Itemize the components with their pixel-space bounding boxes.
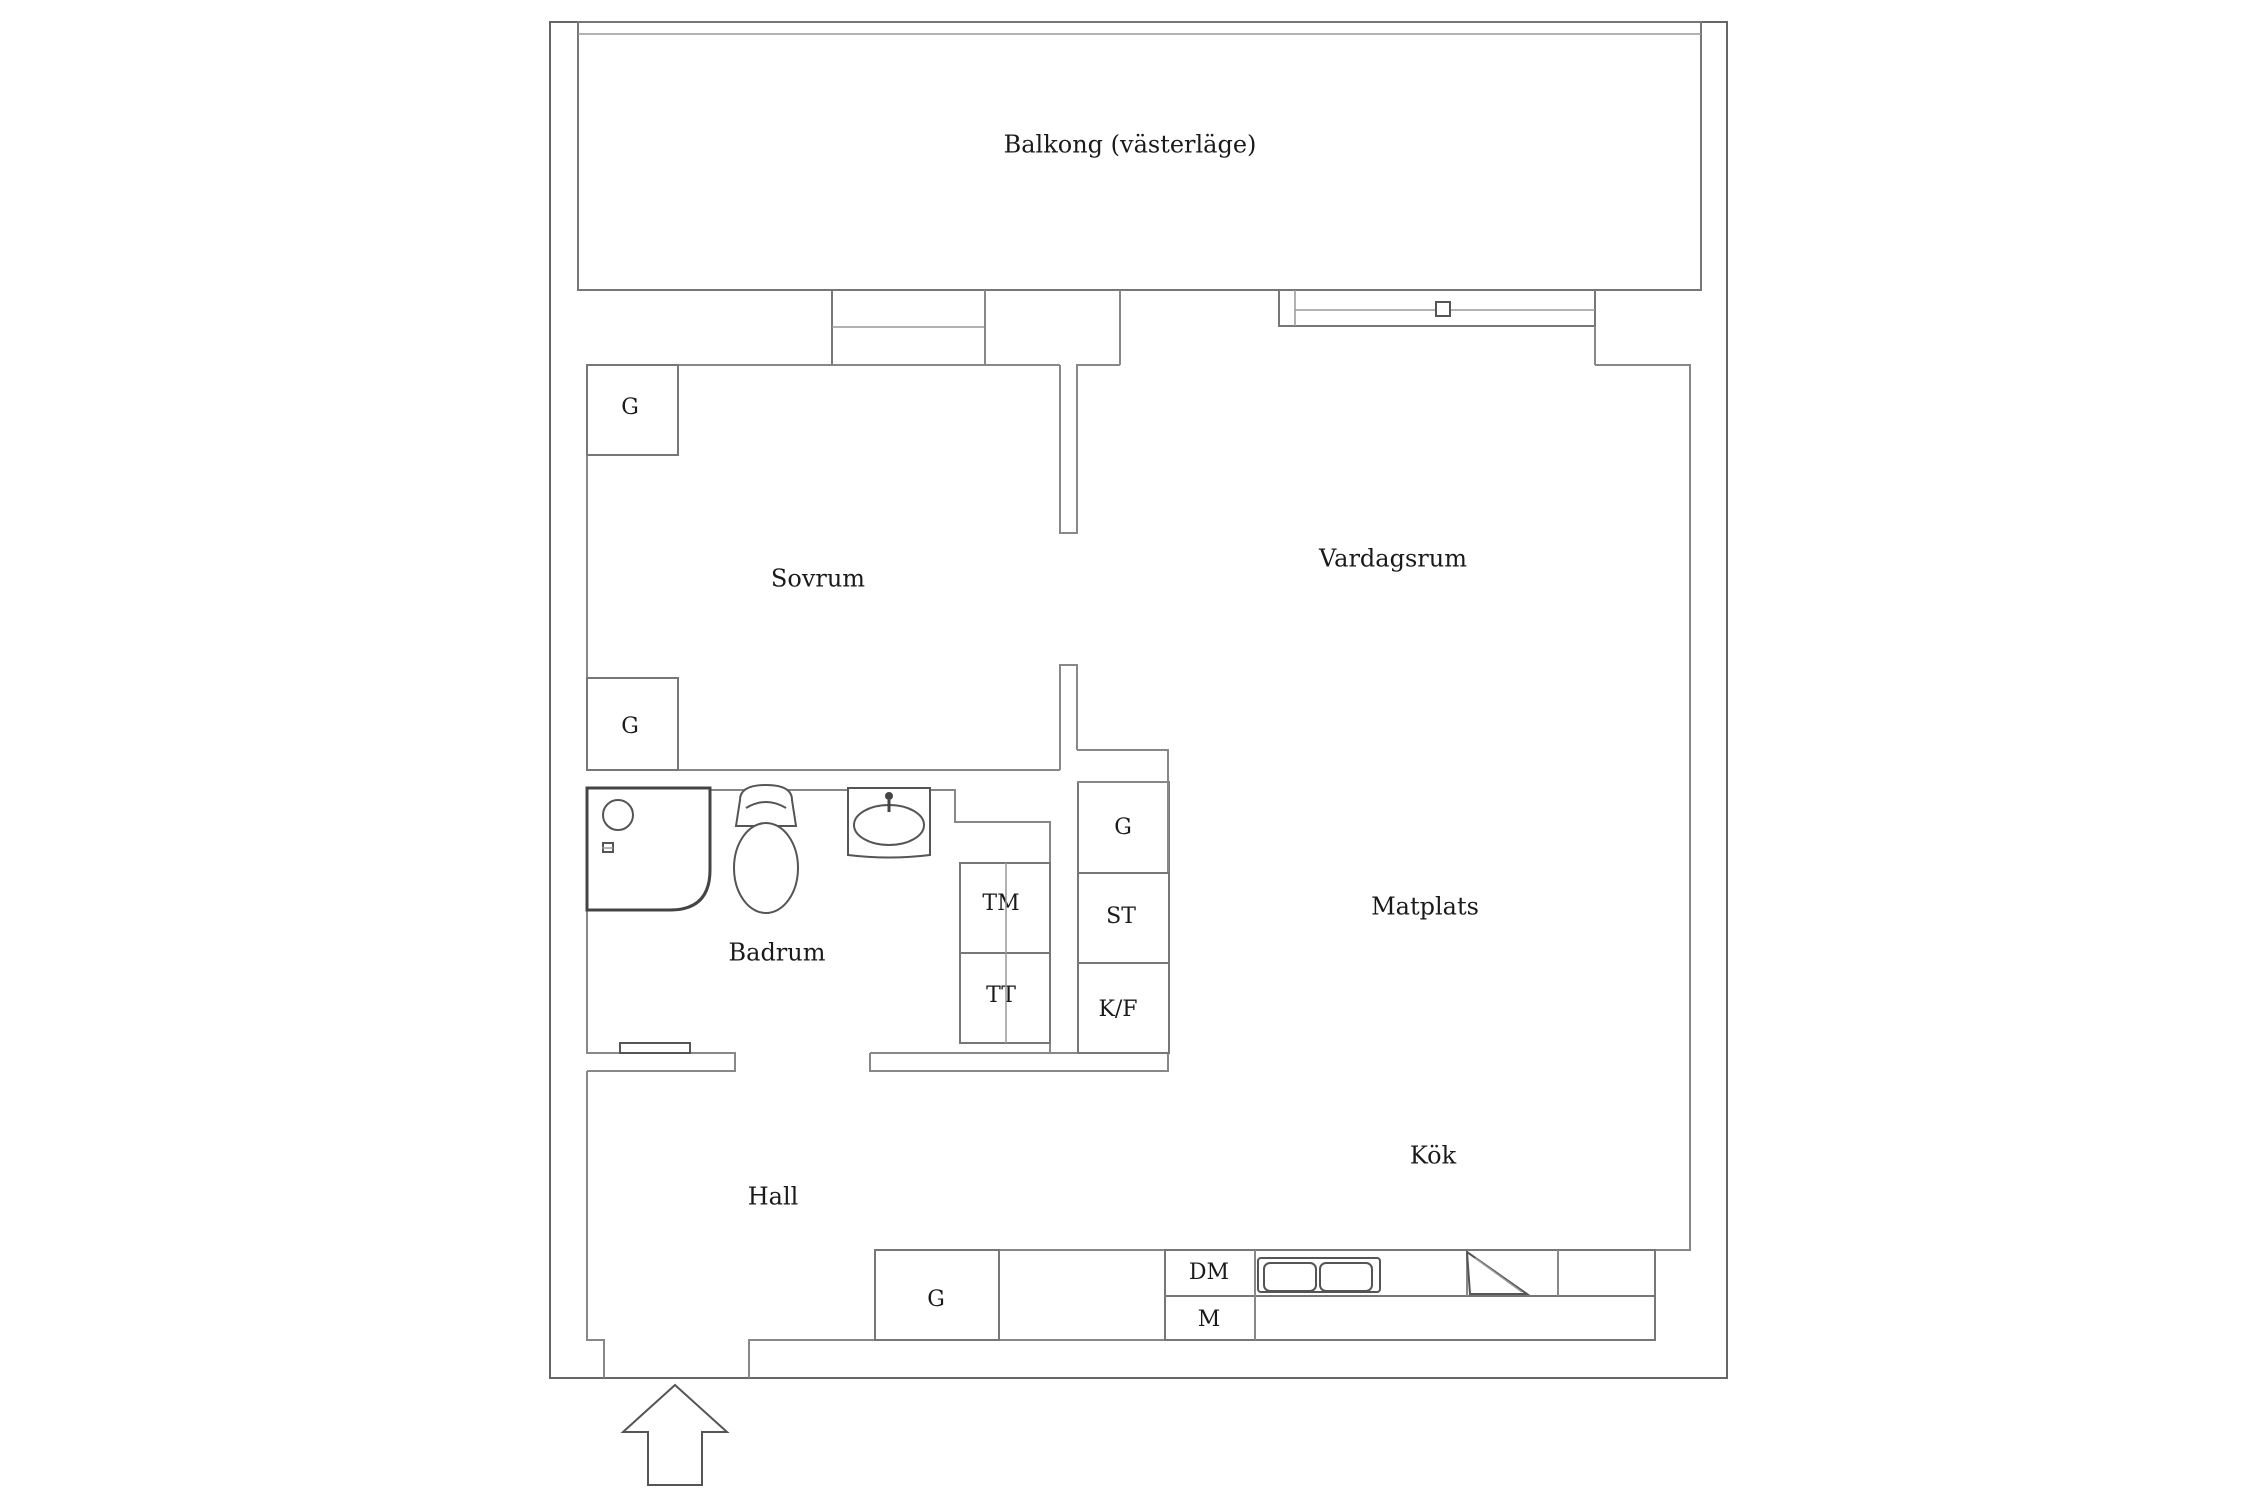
- svg-text:G: G: [1114, 815, 1132, 840]
- wardrobe-bedroom-bottom: G: [586, 677, 679, 771]
- svg-text:DM: DM: [1189, 1260, 1229, 1285]
- svg-text:M: M: [1198, 1307, 1221, 1332]
- svg-text:G: G: [621, 395, 639, 420]
- toilet: [733, 783, 799, 914]
- laundry-units: TM TT: [959, 862, 1051, 1044]
- label-balcony: Balkong (västerläge): [1004, 131, 1257, 159]
- wardrobe-bedroom-top: G: [586, 364, 679, 456]
- svg-text:G: G: [927, 1287, 945, 1312]
- svg-text:G: G: [621, 714, 639, 739]
- label-kitchen: Kök: [1410, 1142, 1457, 1170]
- balcony: [577, 21, 1702, 291]
- label-hall: Hall: [748, 1183, 799, 1211]
- kitchen-tall-units: ST K/F: [1077, 749, 1170, 1071]
- label-bathroom: Badrum: [729, 939, 826, 967]
- svg-text:TT: TT: [986, 983, 1016, 1008]
- bathroom-radiator: [619, 1042, 691, 1054]
- svg-text:ST: ST: [1106, 904, 1136, 929]
- wardrobe-hall: G: [874, 1249, 1000, 1341]
- sink: [847, 787, 931, 859]
- svg-text:K/F: K/F: [1098, 997, 1137, 1022]
- window-stub: [984, 290, 1121, 365]
- stove-hood: [1465, 1249, 1531, 1295]
- balcony-door: [1278, 289, 1596, 365]
- shower: [585, 786, 712, 912]
- kitchen-counter: DM M: [1164, 1249, 1656, 1341]
- label-living: Vardagsrum: [1318, 545, 1467, 573]
- label-bedroom: Sovrum: [771, 565, 865, 593]
- label-dining: Matplats: [1371, 893, 1479, 921]
- svg-text:TM: TM: [982, 891, 1019, 916]
- wardrobe-kitchen: G: [1077, 781, 1170, 874]
- kitchen-sink: [1257, 1257, 1381, 1293]
- entrance-arrow-icon: [620, 1383, 730, 1486]
- window-bedroom: [831, 289, 986, 366]
